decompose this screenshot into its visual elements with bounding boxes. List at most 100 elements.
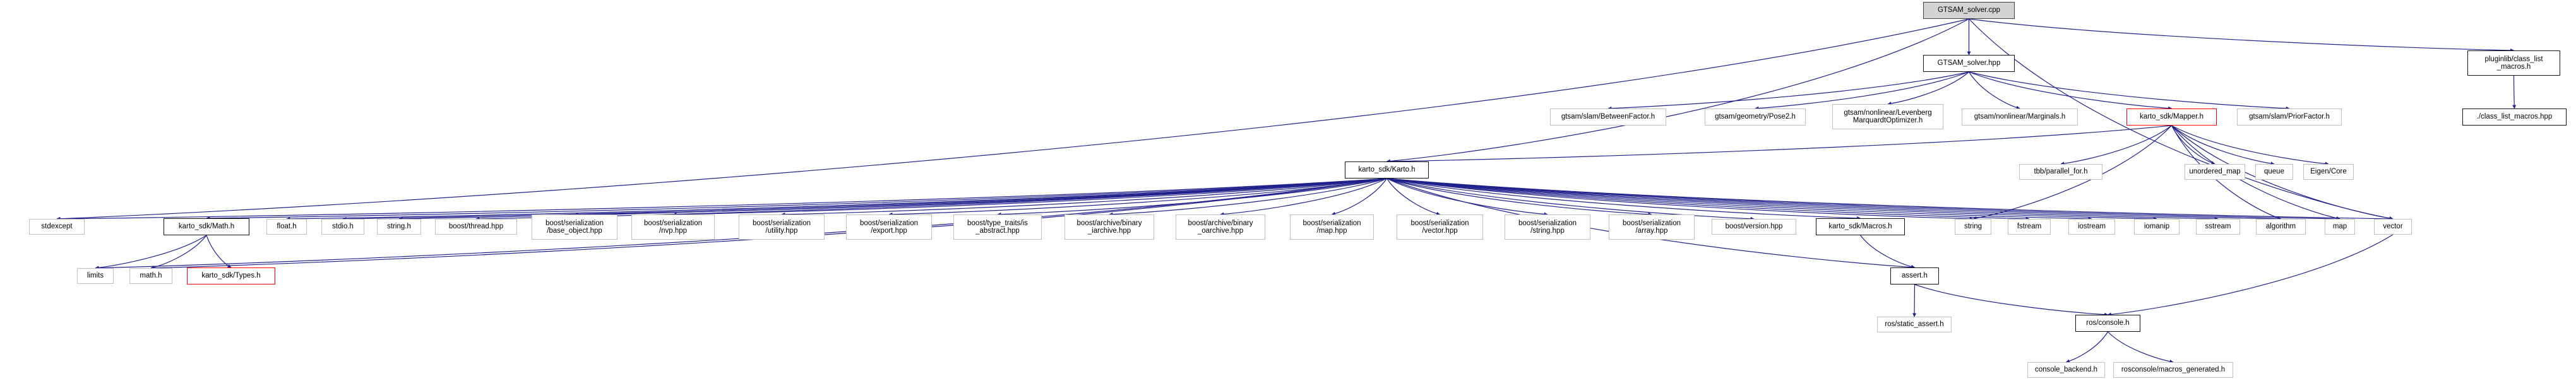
- graph-node[interactable]: GTSAM_solver.cpp: [1923, 2, 2015, 19]
- graph-edge: [2171, 125, 2215, 165]
- graph-node[interactable]: karto_sdk/Macros.h: [1816, 218, 1905, 235]
- graph-node[interactable]: boost/version.hpp: [1712, 219, 1796, 235]
- graph-node[interactable]: boost/serialization /vector.hpp: [1397, 214, 1483, 240]
- graph-edge: [1887, 71, 1969, 106]
- graph-edge: [1386, 18, 1969, 163]
- graph-node[interactable]: stdexcept: [29, 219, 85, 235]
- graph-node[interactable]: stdio.h: [321, 219, 364, 235]
- graph-node[interactable]: string: [1955, 219, 1991, 235]
- graph-edge: [1109, 178, 1387, 216]
- graph-edge: [1969, 18, 2515, 52]
- graph-edge: [997, 178, 1387, 216]
- graph-node[interactable]: GTSAM_solver.hpp: [1923, 55, 2015, 72]
- graph-node[interactable]: math.h: [129, 268, 172, 284]
- graph-node[interactable]: gtsam/slam/PriorFactor.h: [2237, 108, 2342, 126]
- graph-node[interactable]: Eigen/Core: [2303, 164, 2354, 180]
- graph-edge: [781, 178, 1387, 216]
- graph-edge: [1607, 71, 1969, 110]
- graph-edge: [1968, 71, 2020, 110]
- graph-node[interactable]: gtsam/geometry/Pose2.h: [1705, 108, 1806, 126]
- graph-edge: [286, 178, 1387, 221]
- graph-edge: [56, 18, 1969, 221]
- graph-edge: [475, 178, 1387, 221]
- graph-edge: [2065, 331, 2109, 363]
- graph-edge: [398, 178, 1387, 221]
- graph-edge: [1386, 178, 1652, 216]
- graph-edge: [2512, 75, 2517, 109]
- graph-node[interactable]: boost/serialization /array.hpp: [1609, 214, 1695, 240]
- graph-node[interactable]: boost/type_traits/is _abstract.hpp: [953, 214, 1042, 240]
- graph-edge: [1860, 235, 1916, 269]
- graph-edge: [1386, 178, 1441, 216]
- graph-edge: [206, 178, 1387, 220]
- graph-node[interactable]: queue: [2255, 164, 2293, 180]
- graph-node[interactable]: boost/serialization /string.hpp: [1505, 214, 1590, 240]
- graph-edge: [1331, 178, 1387, 216]
- graph-node[interactable]: boost/thread.hpp: [435, 219, 517, 235]
- graph-node[interactable]: boost/serialization /base_object.hpp: [532, 214, 617, 240]
- graph-node[interactable]: console_backend.h: [2027, 362, 2105, 378]
- graph-edge: [1386, 178, 2030, 221]
- graph-node[interactable]: pluginlib/class_list _macros.h: [2467, 50, 2560, 76]
- graph-edge: [56, 178, 1387, 221]
- graph-edge: [206, 235, 232, 268]
- graph-node[interactable]: karto_sdk/Types.h: [187, 267, 275, 284]
- graph-node[interactable]: unordered_map: [2185, 164, 2245, 180]
- graph-edge: [1755, 71, 1969, 110]
- graph-node[interactable]: boost/archive/binary _oarchive.hpp: [1176, 214, 1265, 240]
- graph-node[interactable]: gtsam/nonlinear/Marginals.h: [1962, 108, 2078, 126]
- graph-edge: [1386, 178, 2219, 221]
- graph-edge: [2171, 125, 2275, 166]
- graph-node[interactable]: rosconsole/macros_generated.h: [2113, 362, 2233, 378]
- graph-edge: [574, 178, 1387, 216]
- graph-node[interactable]: vector: [2374, 219, 2412, 235]
- graph-node[interactable]: boost/archive/binary _iarchive.hpp: [1064, 214, 1154, 240]
- graph-edge: [1386, 178, 2157, 221]
- graph-node[interactable]: gtsam/slam/BetweenFactor.h: [1550, 108, 1666, 126]
- graph-edge: [150, 235, 207, 269]
- graph-node[interactable]: assert.h: [1890, 267, 1939, 284]
- graph-node[interactable]: algorithm: [2256, 219, 2306, 235]
- graph-edge: [888, 178, 1387, 216]
- graph-node[interactable]: map: [2325, 219, 2355, 235]
- graph-edge: [95, 235, 207, 270]
- graph-node[interactable]: tbb/parallel_for.h: [2019, 164, 2102, 180]
- graph-edge: [1969, 71, 2290, 110]
- graph-node[interactable]: boost/serialization /export.hpp: [846, 214, 932, 240]
- graph-node[interactable]: boost/serialization /map.hpp: [1290, 214, 1374, 240]
- graph-edge: [2108, 331, 2174, 363]
- graph-edge: [1386, 178, 2394, 221]
- graph-node[interactable]: ros/static_assert.h: [1877, 317, 1952, 332]
- graph-edge: [1386, 178, 2092, 221]
- graph-edge: [1912, 284, 1917, 317]
- graph-edge: [2060, 125, 2172, 166]
- graph-node[interactable]: fstream: [2008, 219, 2051, 235]
- graph-edge: [1386, 178, 1974, 221]
- graph-edge: [1220, 178, 1387, 216]
- graph-node[interactable]: iostream: [2068, 219, 2115, 235]
- graph-edge: [1386, 178, 1861, 220]
- graph-node[interactable]: limits: [77, 268, 114, 284]
- graph-edge: [1386, 178, 1548, 216]
- graph-node[interactable]: boost/serialization /utility.hpp: [739, 214, 825, 240]
- graph-edge: [342, 178, 1387, 221]
- graph-node[interactable]: karto_sdk/Mapper.h: [2126, 108, 2217, 126]
- graph-node[interactable]: string.h: [377, 219, 421, 235]
- graph-node[interactable]: gtsam/nonlinear/Levenberg MarquardtOptim…: [1832, 104, 1943, 129]
- graph-edge: [1914, 284, 2109, 317]
- graph-node[interactable]: boost/serialization /nvp.hpp: [631, 214, 715, 240]
- graph-node[interactable]: karto_sdk/Karto.h: [1345, 161, 1429, 179]
- graph-node[interactable]: ./class_list_macros.hpp: [2462, 108, 2567, 126]
- graph-node[interactable]: ros/console.h: [2075, 315, 2140, 332]
- graph-edge: [2107, 234, 2394, 317]
- graph-edge: [1386, 178, 1755, 221]
- graph-edge: [1386, 178, 2340, 221]
- graph-node[interactable]: float.h: [266, 219, 307, 235]
- graph-node[interactable]: sstream: [2196, 219, 2240, 235]
- graph-node[interactable]: iomanip: [2134, 219, 2179, 235]
- graph-edge: [2171, 125, 2329, 166]
- graph-edge: [1969, 71, 2173, 110]
- graph-node[interactable]: karto_sdk/Math.h: [164, 218, 249, 235]
